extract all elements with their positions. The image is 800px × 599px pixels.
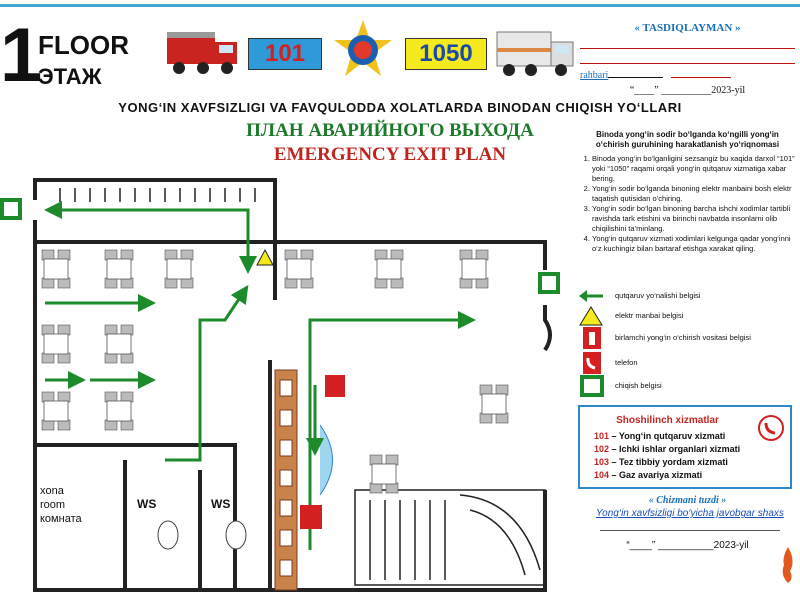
instruction-item: Binoda yong‘in bo‘lganligini sezsangiz b…: [592, 154, 795, 184]
exit-sign-icon: [580, 375, 604, 397]
fire-truck-icon: [167, 32, 237, 74]
legend-text: chiqish belgisi: [615, 381, 662, 390]
table: [459, 249, 489, 289]
emergency-row: 101 – Yong‘in qutqaruv xizmati: [594, 431, 726, 441]
approval-date: “____” __________2023-yil: [629, 85, 746, 96]
room-label-ru: комната: [40, 513, 82, 525]
legend-text: telefon: [615, 358, 638, 367]
fire-extinguisher-icon: [583, 327, 601, 349]
compiled-by-title: « Chizmani tuzdi »: [648, 495, 727, 506]
title-uz: YONG‘IN XAVFSIZLIGI VA FAVQULODDA XOLATL…: [118, 100, 682, 115]
approval-block: « TASDIQLAYMAN » rahbari “____” ________…: [580, 22, 795, 96]
exit-sign-icon: [538, 272, 560, 294]
electric-warning-icon: [256, 248, 274, 266]
instruction-item: Yong‘in qutqaruv xizmati xodimlari kelgu…: [592, 234, 795, 254]
floor-plan: [0, 178, 560, 592]
phone-icon: [325, 375, 345, 397]
top-border: [0, 4, 800, 7]
table: [104, 324, 134, 364]
instructions-heading: Binoda yong‘in sodir bo‘lganda ko‘ngilli…: [595, 130, 780, 149]
exit-sign-icon: [0, 198, 22, 220]
table: [374, 249, 404, 289]
emergency-phone-number: 1050: [405, 38, 487, 70]
legend-item: birlamchi yong‘in o‘chirish vositasi bel…: [575, 327, 795, 349]
floor-number: 1: [0, 13, 43, 98]
table: [284, 249, 314, 289]
instruction-item: Yong‘in sodir bo‘lganda binoning elektr …: [592, 184, 795, 204]
room-label-en: room: [40, 499, 66, 511]
fire-phone-number: 101: [248, 38, 322, 70]
title-ru: ПЛАН АВАРИЙНОГО ВЫХОДА: [246, 120, 534, 141]
emergency-row: 102 – Ichki ishlar organlari xizmati: [594, 444, 741, 454]
table: [41, 324, 71, 364]
instruction-item: Yong‘in sodir bo‘lgan binoning barcha is…: [592, 204, 795, 234]
table: [369, 454, 399, 494]
signature-line: [580, 38, 795, 49]
emergency-service-emblem: [334, 20, 392, 76]
footer-date: “____” __________2023-yil: [626, 540, 749, 551]
title-en: EMERGENCY EXIT PLAN: [273, 144, 507, 165]
rescue-truck-icon: [496, 31, 574, 76]
ws-label: WS: [211, 497, 231, 511]
legend-item: elektr manbai belgisi: [575, 305, 795, 327]
instructions: Binoda yong‘in sodir bo‘lganda ko‘ngilli…: [580, 130, 795, 254]
room-label-uz: xona: [40, 485, 64, 497]
approval-rahbari: rahbari: [580, 70, 609, 81]
floor-label-en: FLOOR: [38, 30, 129, 60]
table: [41, 391, 71, 431]
phone-icon: [758, 415, 784, 441]
approval-title: « TASDIQLAYMAN »: [634, 22, 741, 34]
table: [479, 384, 509, 424]
flame-logo-icon: [782, 547, 793, 583]
emergency-row: 103 – Tez tibbiy yordam xizmati: [594, 457, 728, 467]
legend-text: elektr manbai belgisi: [615, 311, 684, 320]
floor-label-ru: ЭТАЖ: [38, 64, 102, 89]
room-label: xona room комната: [40, 484, 82, 526]
legend-item: telefon: [575, 352, 795, 374]
phone-icon: [583, 352, 601, 374]
legend-item: qutqaruv yo‘nalishi belgisi: [575, 285, 795, 307]
ws-label: WS: [137, 497, 157, 511]
table: [104, 391, 134, 431]
responsible-person: Yong‘in xavfsizligi bo‘yicha javobgar sh…: [596, 508, 784, 519]
legend-text: qutqaruv yo‘nalishi belgisi: [615, 291, 701, 300]
legend-text: birlamchi yong‘in o‘chirish vositasi bel…: [615, 333, 751, 342]
signature-line: [600, 530, 780, 531]
electric-warning-icon: [579, 306, 603, 326]
emergency-row: 104 – Gaz avariya xizmati: [594, 470, 703, 480]
emergency-services-heading: Shoshilinch xizmatlar: [616, 415, 719, 426]
legend-item: chiqish belgisi: [575, 375, 795, 397]
emergency-services-box: Shoshilinch xizmatlar 101 – Yong‘in qutq…: [578, 405, 792, 489]
table: [41, 249, 71, 289]
fire-extinguisher-icon: [300, 505, 322, 529]
signature-line: [580, 53, 795, 64]
table: [104, 249, 134, 289]
table: [164, 249, 194, 289]
arrow-icon: [579, 290, 603, 302]
